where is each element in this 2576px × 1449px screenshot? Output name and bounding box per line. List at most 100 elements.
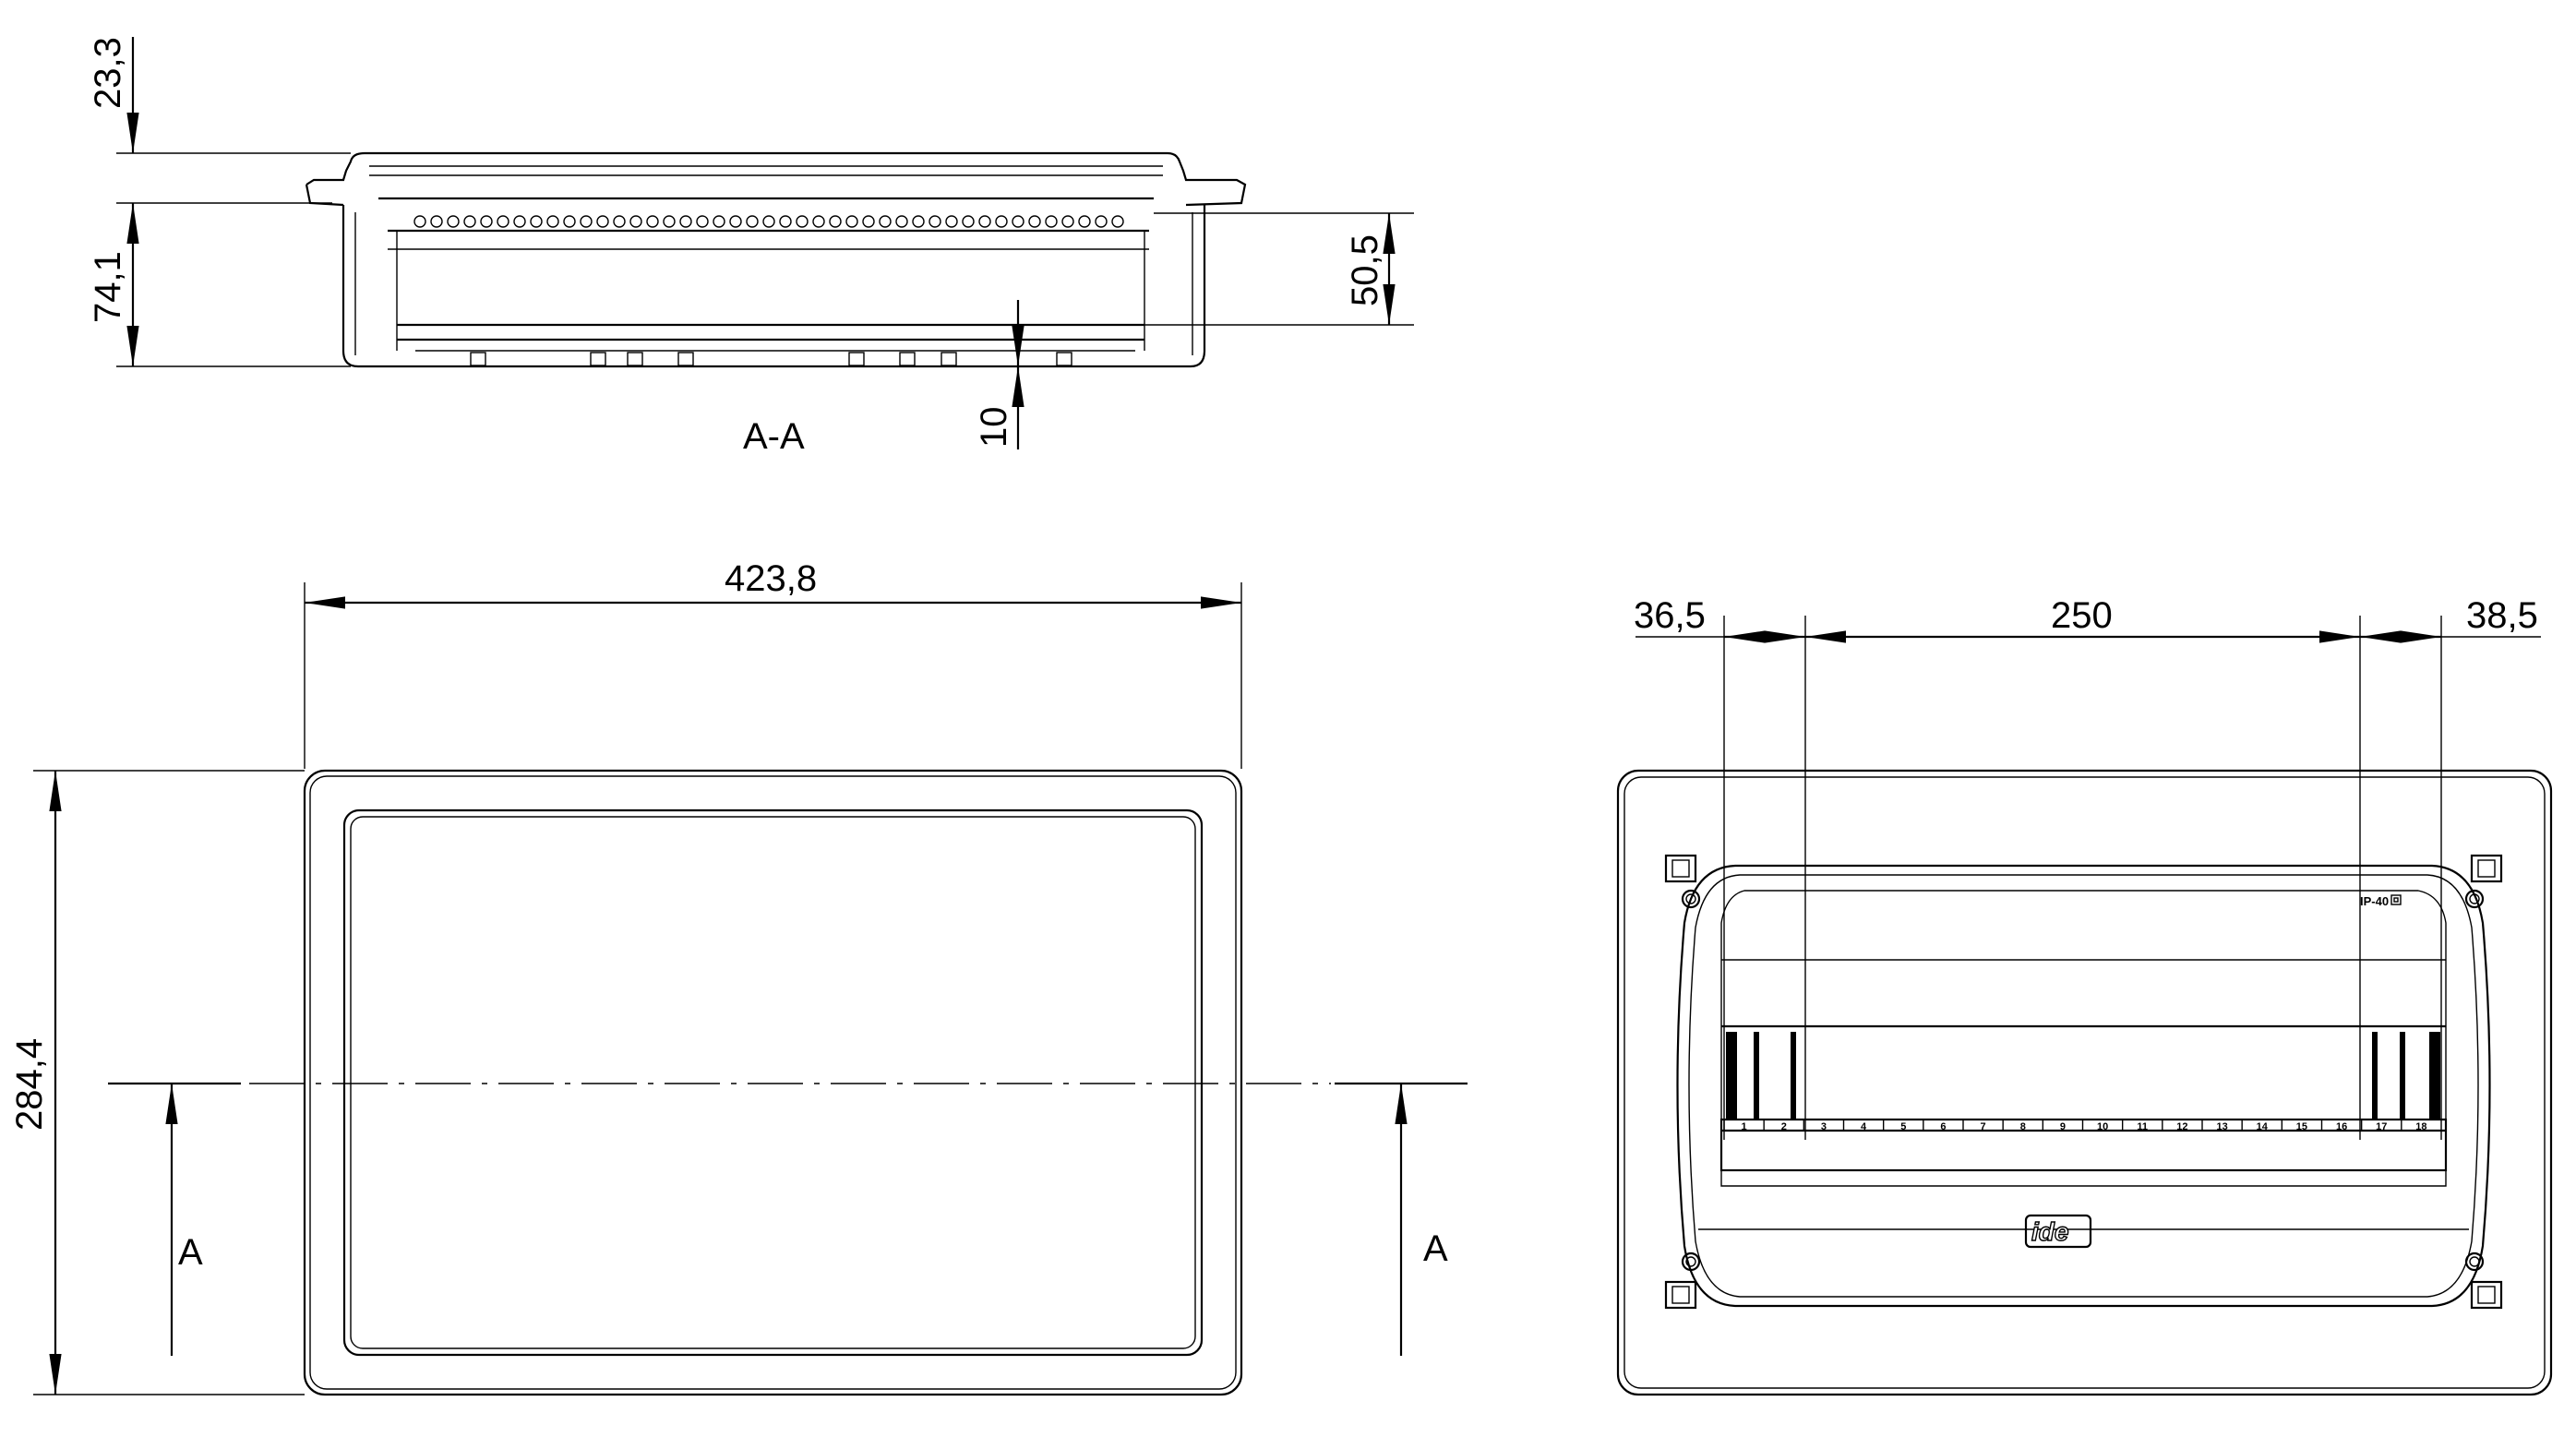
dim-rail-offset: 10	[974, 407, 1014, 449]
ip-rating: IP-40	[2360, 894, 2389, 908]
terminal-hole	[646, 215, 659, 228]
terminal-hole	[546, 215, 559, 228]
section-mark-left: A	[178, 1232, 203, 1273]
terminal-hole	[962, 215, 975, 228]
terminal-hole	[679, 215, 692, 228]
section-view: 23,3 74,1 50,5 10 A-A	[88, 37, 1414, 457]
front-view: 423,8 284,4 A A	[9, 558, 1468, 1396]
terminal-hole	[430, 215, 443, 228]
terminal-hole	[879, 215, 892, 228]
rail-clip	[899, 352, 916, 366]
hinge-icon	[1664, 854, 1697, 883]
module-number: 6	[1940, 1121, 1946, 1132]
terminal-hole	[1061, 215, 1074, 228]
dim-height: 284,4	[9, 1038, 50, 1131]
terminal-hole	[563, 215, 576, 228]
rail-clip	[848, 352, 865, 366]
terminal-hole	[447, 215, 460, 228]
rail-clip	[470, 352, 486, 366]
rail-clips	[470, 352, 1072, 366]
hinge-icon	[2470, 1280, 2503, 1310]
screw-inner	[1685, 893, 1696, 904]
terminal-hole	[413, 215, 426, 228]
terminal-hole	[945, 215, 958, 228]
module-number: 8	[2020, 1121, 2026, 1132]
terminal-hole	[746, 215, 759, 228]
dim-width: 423,8	[725, 558, 817, 599]
terminal-hole	[1095, 215, 1108, 228]
section-title: A-A	[743, 416, 805, 457]
terminal-hole	[629, 215, 642, 228]
rail-clip	[590, 352, 606, 366]
module-number: 7	[1981, 1121, 1986, 1132]
svg-text:ide: ide	[2031, 1217, 2068, 1246]
hinge-inner	[1671, 859, 1690, 878]
terminal-hole	[613, 215, 626, 228]
rail-clip	[677, 352, 694, 366]
hinge-icon	[1664, 1280, 1697, 1310]
terminal-hole	[812, 215, 825, 228]
terminal-hole	[596, 215, 609, 228]
terminal-hole	[729, 215, 742, 228]
dim-module-span: 250	[2051, 595, 2113, 636]
dim-left-margin: 36,5	[1634, 595, 1706, 636]
module-number: 18	[2415, 1121, 2426, 1132]
screw-inner	[1685, 1256, 1696, 1267]
terminal-hole	[663, 215, 676, 228]
terminal-hole	[463, 215, 476, 228]
terminal-hole	[862, 215, 875, 228]
dim-depth: 74,1	[88, 251, 128, 323]
screw-inner	[2469, 1256, 2480, 1267]
rail-clip	[627, 352, 643, 366]
module-number: 11	[2137, 1121, 2148, 1132]
terminal-hole	[779, 215, 792, 228]
module-number: 3	[1821, 1121, 1827, 1132]
module-number: 15	[2296, 1121, 2307, 1132]
screw-icon	[1681, 889, 1701, 909]
terminal-hole	[796, 215, 809, 228]
module-number: 12	[2176, 1121, 2187, 1132]
terminal-hole	[1111, 215, 1124, 228]
terminal-hole	[1012, 215, 1024, 228]
screw-inner	[2469, 893, 2480, 904]
terminal-hole	[829, 215, 842, 228]
terminal-hole	[480, 215, 493, 228]
screw-icon	[1681, 1251, 1701, 1272]
module-number: 5	[1900, 1121, 1906, 1132]
hinge-inner	[2477, 859, 2496, 878]
dim-inner-depth: 50,5	[1345, 234, 1385, 306]
brand-logo: ide	[2024, 1214, 2092, 1249]
dim-right-margin: 38,5	[2466, 595, 2538, 636]
terminal-hole	[912, 215, 925, 228]
module-number: 1	[1742, 1121, 1747, 1132]
module-number: 2	[1781, 1121, 1787, 1132]
rail-clip	[1056, 352, 1072, 366]
terminal-hole	[497, 215, 509, 228]
module-number: 14	[2257, 1121, 2269, 1132]
terminal-hole	[1028, 215, 1041, 228]
terminal-hole	[978, 215, 991, 228]
module-number: 16	[2336, 1121, 2347, 1132]
rail-clip	[941, 352, 957, 366]
terminal-hole	[845, 215, 858, 228]
hinge-inner	[1671, 1286, 1690, 1304]
hinge-clips	[1664, 854, 2503, 1310]
hinge-icon	[2470, 854, 2503, 883]
module-number: 4	[1861, 1121, 1867, 1132]
module-number: 9	[2060, 1121, 2066, 1132]
module-number: 13	[2216, 1121, 2227, 1132]
dim-top-frame: 23,3	[88, 37, 128, 109]
screw-icon	[2464, 1251, 2485, 1272]
hinge-inner	[2477, 1286, 2496, 1304]
section-mark-right: A	[1423, 1228, 1448, 1269]
terminal-row	[413, 215, 1124, 228]
screw-icon	[2464, 889, 2485, 909]
terminal-hole	[895, 215, 908, 228]
terminal-hole	[513, 215, 526, 228]
terminal-hole	[762, 215, 775, 228]
terminal-hole	[995, 215, 1008, 228]
module-number: 17	[2376, 1121, 2387, 1132]
terminal-hole	[530, 215, 543, 228]
